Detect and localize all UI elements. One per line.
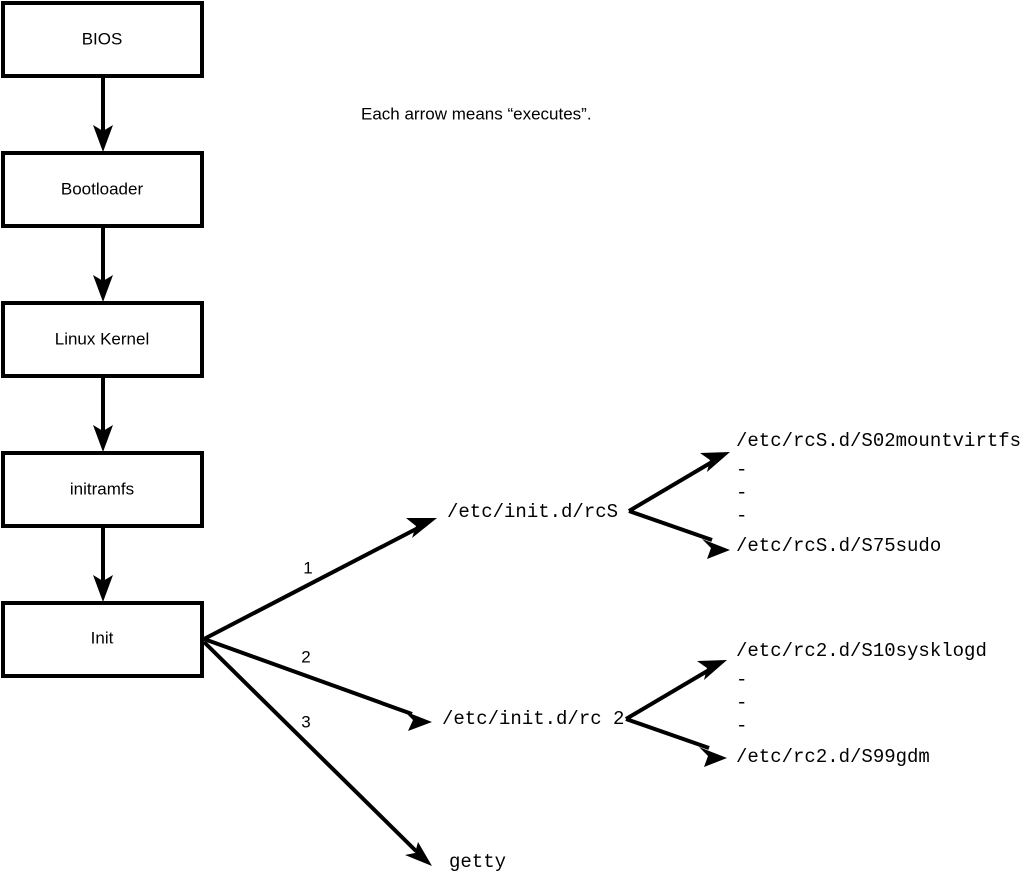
node-bootloader[interactable]: Bootloader xyxy=(1,151,204,228)
arrow-bootloader-to-kernel xyxy=(93,226,113,302)
node-init-label: Init xyxy=(91,628,114,647)
node-kernel[interactable]: Linux Kernel xyxy=(1,301,204,378)
diagram-caption: Each arrow means “executes”. xyxy=(361,104,592,123)
script-rc2-first: /etc/rc2.d/S10sysklogd xyxy=(736,640,987,662)
script-rcs-ellipsis-3: - xyxy=(736,505,747,527)
arrow-rcs-to-last-script xyxy=(628,509,730,559)
node-bootloader-label: Bootloader xyxy=(61,179,144,198)
node-init[interactable]: Init xyxy=(1,601,204,678)
script-rc2-ellipsis-1: - xyxy=(736,669,747,691)
edge-number-2: 2 xyxy=(301,647,310,666)
edge-number-1: 1 xyxy=(303,558,312,577)
arrow-initramfs-to-init xyxy=(93,526,113,602)
arrow-rc2-to-first-script xyxy=(624,660,727,721)
arrow-rc2-to-last-script xyxy=(625,717,727,767)
node-initramfs-label: initramfs xyxy=(70,479,134,498)
arrow-init-to-rc2 xyxy=(203,637,432,731)
script-rc2-last: /etc/rc2.d/S99gdm xyxy=(736,746,930,768)
arrow-kernel-to-initramfs xyxy=(93,376,113,452)
script-rcs-last: /etc/rcS.d/S75sudo xyxy=(736,535,941,557)
target-label-rc2: /etc/init.d/rc 2 xyxy=(442,708,624,730)
node-kernel-label: Linux Kernel xyxy=(55,329,150,348)
node-bios[interactable]: BIOS xyxy=(1,1,204,78)
node-bios-label: BIOS xyxy=(82,29,123,48)
arrow-bios-to-bootloader xyxy=(93,76,113,152)
arrow-rcs-to-first-script xyxy=(627,452,730,513)
target-label-rcs: /etc/init.d/rcS xyxy=(447,501,618,523)
script-rc2-ellipsis-2: - xyxy=(736,692,747,714)
script-rcs-ellipsis-1: - xyxy=(736,459,747,481)
target-label-getty: getty xyxy=(449,851,506,873)
arrow-init-to-getty xyxy=(202,640,432,866)
node-initramfs[interactable]: initramfs xyxy=(1,451,204,528)
script-rcs-ellipsis-2: - xyxy=(736,482,747,504)
script-rc2-ellipsis-3: - xyxy=(736,715,747,737)
script-rcs-first: /etc/rcS.d/S02mountvirtfs xyxy=(736,430,1021,452)
edge-number-3: 3 xyxy=(301,712,310,731)
arrow-init-to-rcs xyxy=(203,518,437,641)
